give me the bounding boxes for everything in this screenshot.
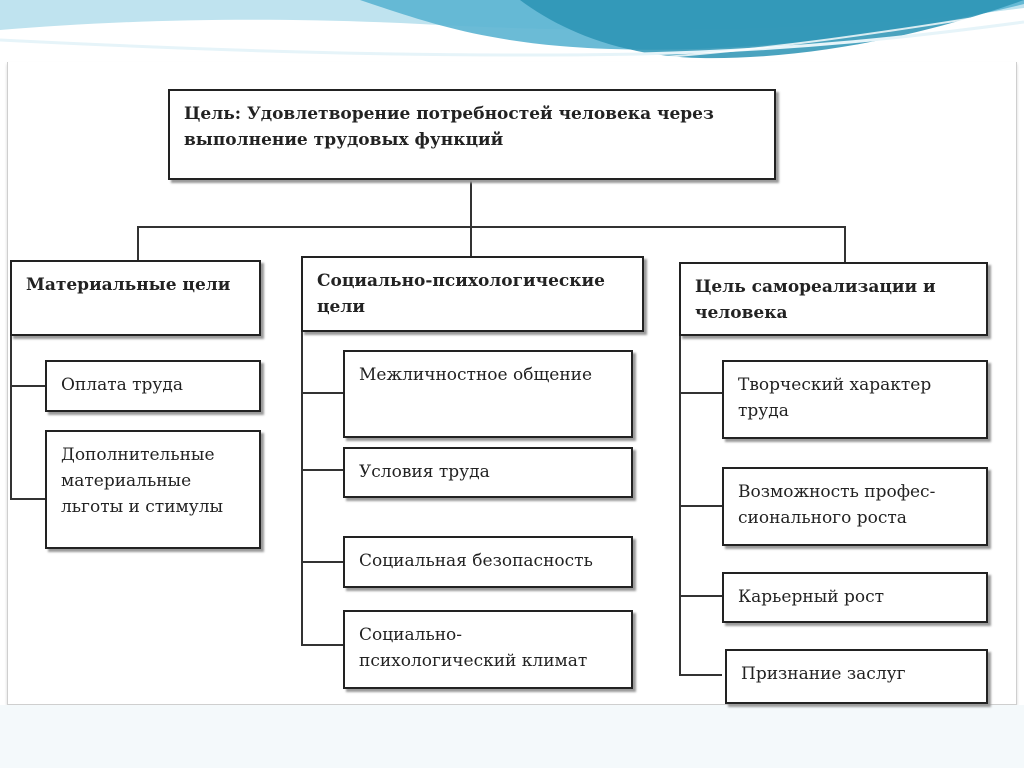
slide-frame [7, 62, 1017, 705]
connector-branch-1 [137, 226, 139, 260]
item-social-security: Социальная безопасность [343, 536, 633, 588]
connector-branch-2-item-3 [301, 561, 343, 563]
item-work-conditions: Условия труда [343, 447, 633, 498]
item-pay: Оплата труда [45, 360, 261, 412]
connector-branch-3-item-2 [679, 505, 722, 507]
connector-branch-2-item-4 [301, 644, 343, 646]
branch-title-social: Социально-психологические цели [301, 256, 644, 332]
slide-footer-area [0, 705, 1024, 768]
branch-title-material: Материальные цели [10, 260, 261, 336]
item-social-climate: Социально-психологический климат [343, 610, 633, 689]
item-career-growth: Карьерный рост [722, 572, 988, 623]
connector-branch-3 [844, 226, 846, 262]
goal-box: Цель: Удовлетворение потребностей челове… [168, 89, 776, 180]
connector-branch-3-item-1 [679, 392, 722, 394]
item-creative-work: Творческий характер труда [722, 360, 988, 439]
connector-branch-2-item-1 [301, 392, 343, 394]
connector-branch-1-item-1 [10, 385, 45, 387]
item-extra-benefits: Дополнительные материальные льготы и сти… [45, 430, 261, 549]
connector-branch-2-item-2 [301, 469, 343, 471]
connector-branch-3-item-3 [679, 595, 722, 597]
connector-branch-1-spine [10, 336, 12, 500]
item-professional-growth: Возможность профес-сионального роста [722, 467, 988, 546]
connector-goal-down [470, 180, 472, 226]
branch-title-selfrealization: Цель самореализации и человека [679, 262, 988, 336]
item-interpersonal-communication: Межличностное общение [343, 350, 633, 438]
connector-branch-2 [470, 226, 472, 256]
connector-horizontal-bus [137, 226, 846, 228]
connector-branch-2-spine [301, 332, 303, 646]
header-wave-banner [0, 0, 1024, 62]
connector-branch-1-item-2 [10, 498, 45, 500]
item-merit-recognition: Признание заслуг [725, 649, 988, 704]
connector-branch-3-item-4 [679, 674, 722, 676]
